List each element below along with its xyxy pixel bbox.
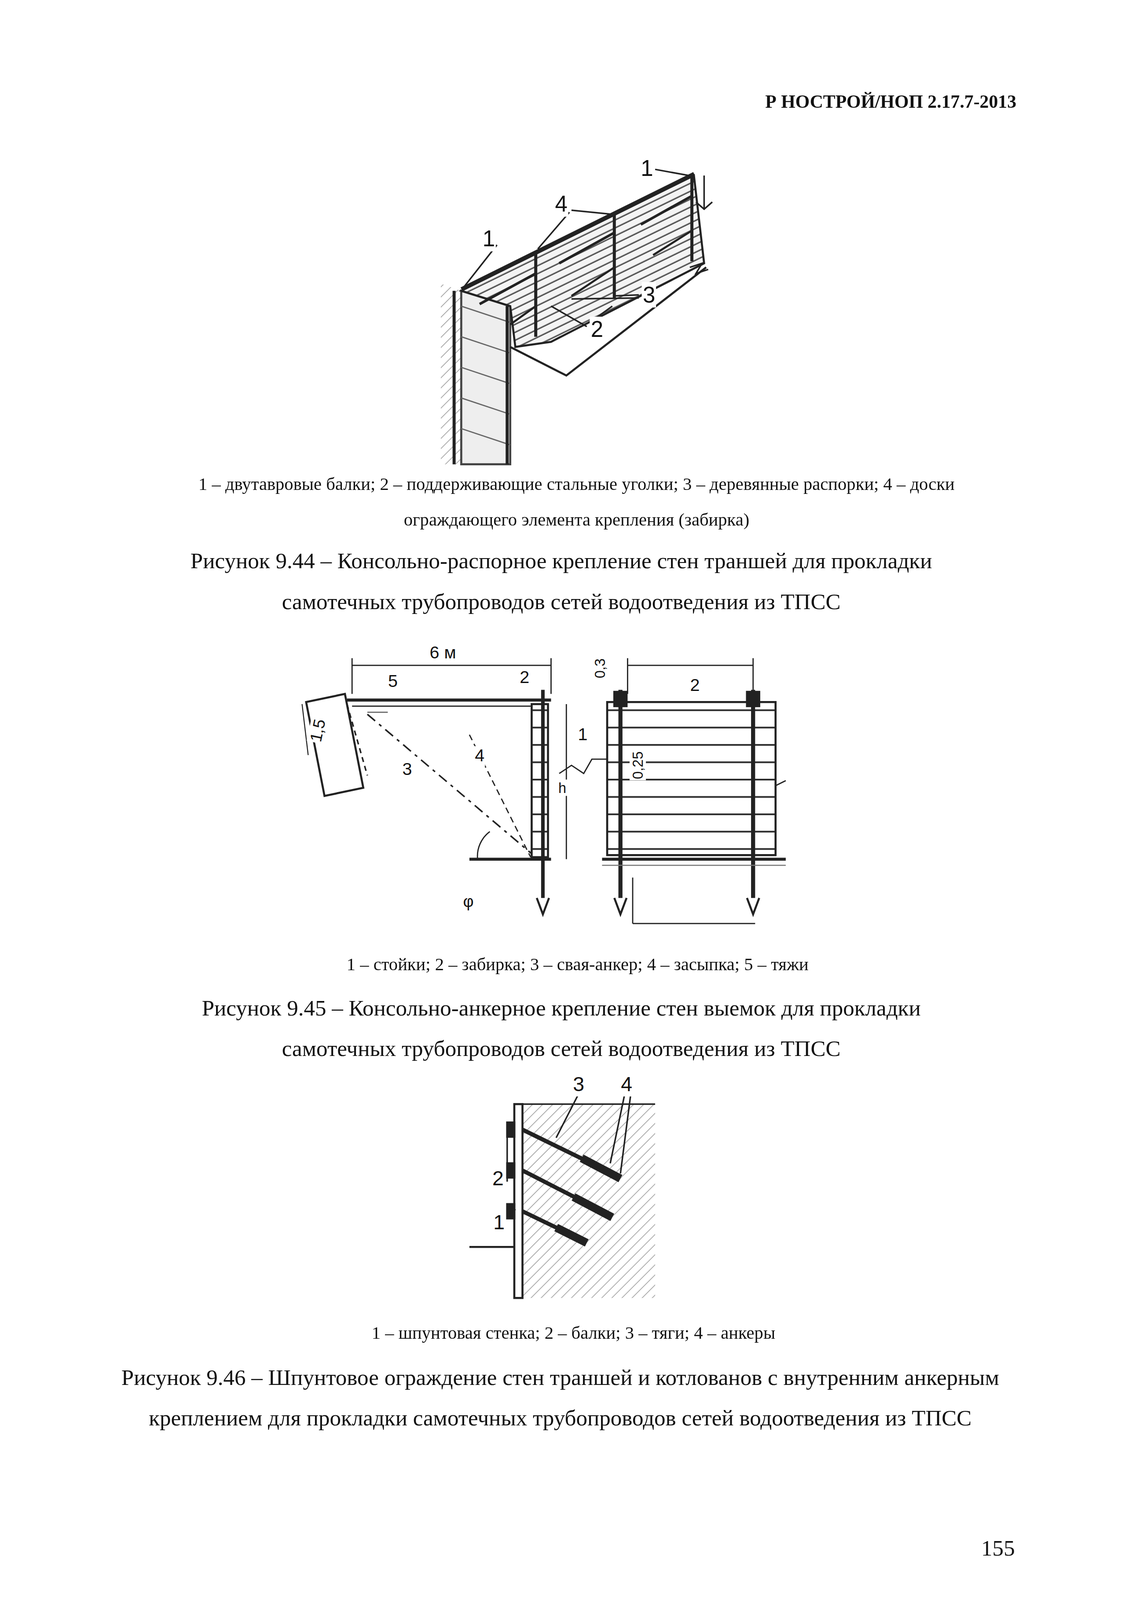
trench-figure [440, 169, 713, 465]
callout-number: 3 [571, 1073, 586, 1097]
figure-legend: 1 – шпунтовая стенка; 2 – балки; 3 – тяг… [371, 1322, 776, 1344]
callout-number: 3 [641, 282, 657, 308]
running-header: Р НОСТРОЙ/НОП 2.17.7-2013 [765, 91, 1017, 113]
dimension-label: 0,25 [629, 750, 646, 781]
callout-number: 1 [576, 725, 589, 745]
callout-number: 2 [589, 316, 605, 343]
figure-caption: Рисунок 9.46 – Шпунтовое ограждение стен… [106, 1357, 1015, 1440]
callout-number: 3 [401, 759, 414, 780]
callout-number: 2 [491, 1167, 505, 1191]
figure-caption: Рисунок 9.45 – Консольно-анкерное крепле… [163, 988, 960, 1071]
callout-number: 4 [473, 746, 486, 767]
callout-number: 2 [518, 667, 531, 688]
sheet-pile-figure [469, 1094, 656, 1299]
figure-legend: 1 – двутавровые балки; 2 – поддерживающи… [150, 466, 1004, 538]
callout-number: 5 [387, 671, 400, 692]
page-number: 155 [981, 1535, 1016, 1562]
dimension-label: h [557, 780, 568, 797]
callout-number: 2 [688, 675, 701, 696]
anchored-wall-elevation [601, 658, 786, 924]
dimension-label: 0,3 [591, 657, 609, 680]
callout-number: 1 [481, 226, 496, 253]
callout-number: 4 [619, 1073, 634, 1097]
callout-number: 1 [639, 155, 655, 182]
figure-legend: 1 – стойки; 2 – забирка; 3 – свая-анкер;… [346, 954, 809, 975]
callout-number: 4 [553, 191, 569, 218]
callout-number: 1 [492, 1211, 506, 1235]
figure-caption: Рисунок 9.44 – Консольно-распорное крепл… [153, 541, 970, 623]
angle-label: φ [461, 893, 475, 913]
anchored-wall-section [302, 658, 613, 915]
dimension-label: 6 м [428, 643, 458, 664]
